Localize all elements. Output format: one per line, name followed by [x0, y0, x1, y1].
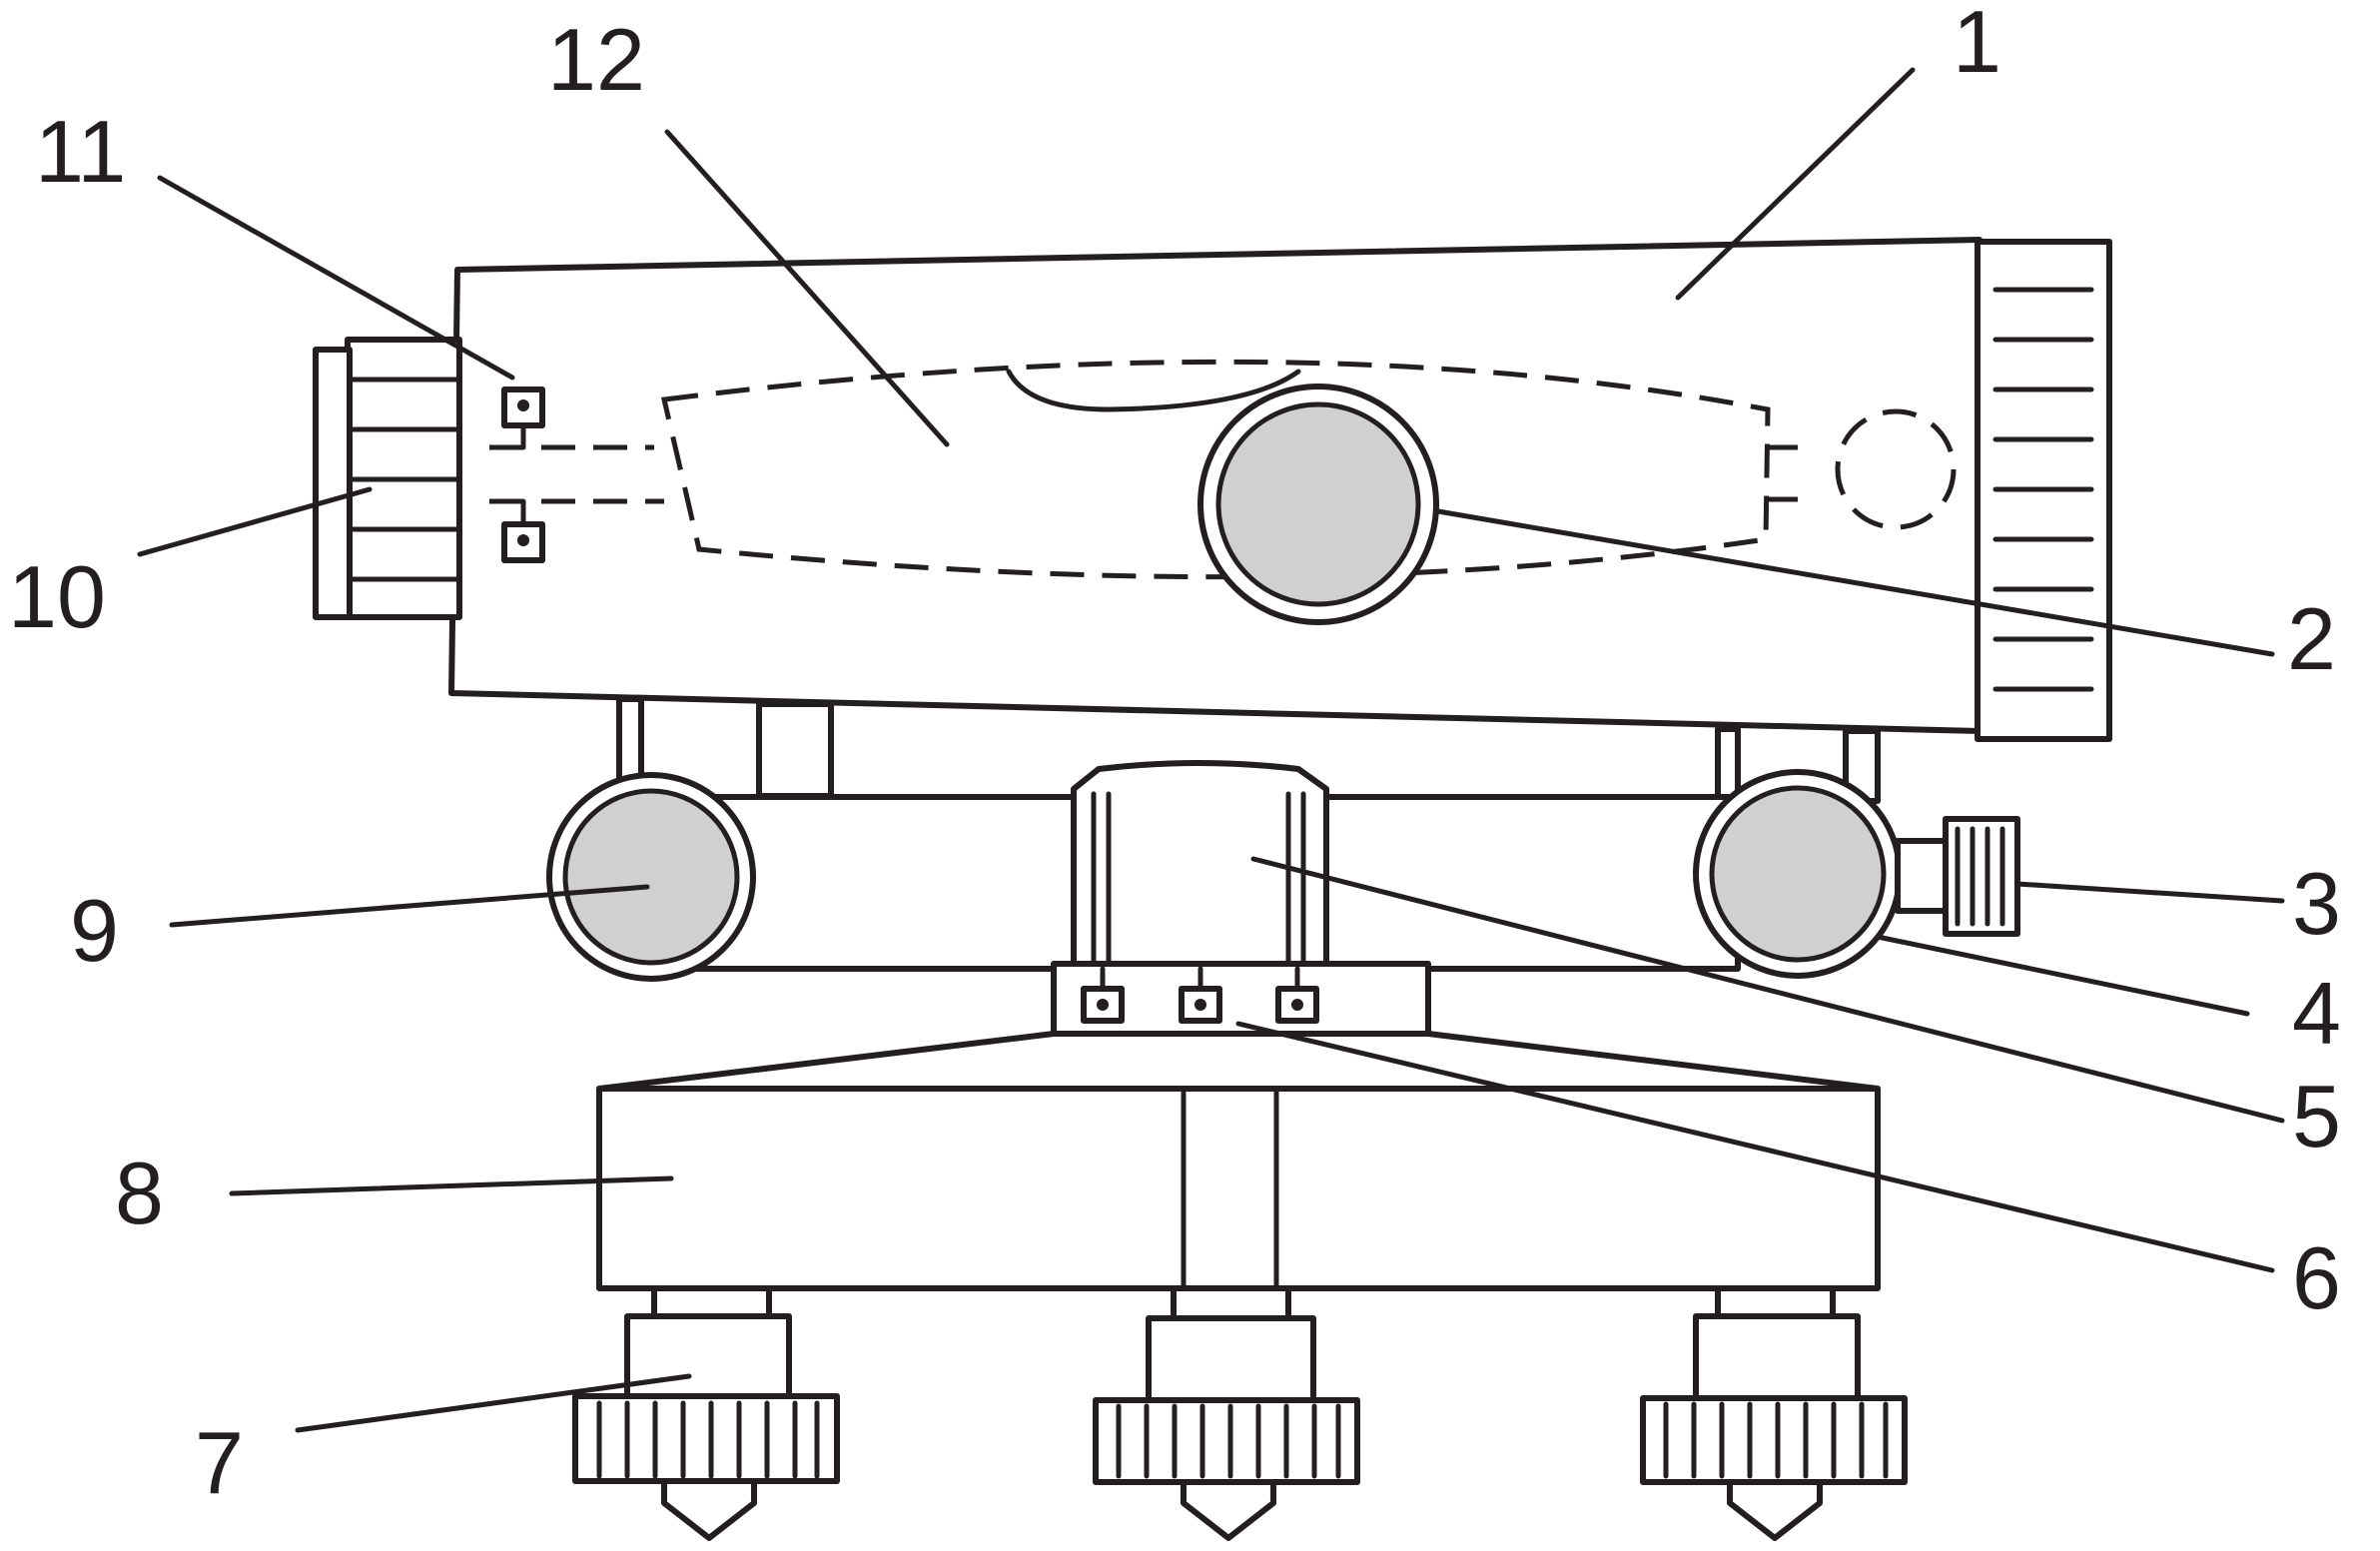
- foot-screw-right: [1640, 1285, 1908, 1541]
- label-7: 7: [195, 1413, 244, 1512]
- base-plate: [596, 1031, 1881, 1291]
- label-11: 11: [35, 102, 126, 201]
- foot-screw-left: [572, 1285, 840, 1541]
- telescope-supports: [616, 696, 1881, 804]
- leader-lines: [137, 67, 2285, 1433]
- label-12: 12: [547, 10, 645, 109]
- callout-labels: 1 2 3 4 5 6 7 8 9 10 11 12: [8, 0, 2341, 1512]
- label-4: 4: [2292, 964, 2341, 1063]
- label-9: 9: [70, 881, 119, 980]
- foot-screws: [572, 1285, 1908, 1541]
- foot-screw-center: [1093, 1285, 1360, 1541]
- label-6: 6: [2292, 1228, 2341, 1327]
- label-1: 1: [1953, 0, 2001, 91]
- label-8: 8: [115, 1144, 164, 1242]
- label-10: 10: [8, 547, 106, 646]
- label-3: 3: [2292, 854, 2341, 953]
- label-5: 5: [2292, 1067, 2341, 1165]
- telescope-body: [313, 237, 2112, 742]
- label-2: 2: [2287, 589, 2336, 688]
